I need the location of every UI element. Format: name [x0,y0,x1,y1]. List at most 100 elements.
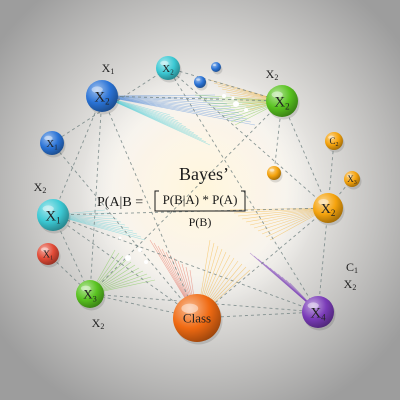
light-ray [101,95,252,123]
sphere-node [313,193,343,223]
sphere-node [156,56,180,80]
formula-numerator: P(B|A) * P(A) [163,192,238,207]
ray-bundle-x1_mid_left [52,209,146,241]
node-highlight [346,174,353,178]
node-label: X2 [274,94,289,111]
node-x4_purple: X4 [302,296,336,331]
light-ray [101,95,207,143]
sphere-node [302,296,334,328]
sparkle [233,101,239,107]
sphere-node [173,294,221,342]
node-label: X1 [43,250,53,262]
node-label: X3 [83,287,96,304]
sphere-node [86,80,118,112]
node-highlight [44,135,53,141]
node-label: X4 [310,305,326,322]
node-highlight [42,205,54,212]
light-ray [101,94,216,97]
node-highlight [271,91,283,98]
edge-x2_top_left-class [101,95,198,319]
node-x1_mid_left: X1 [37,199,71,234]
dot-node [194,76,206,88]
node-label: X3 [347,174,357,186]
node-highlight [181,303,199,314]
sparkle [138,248,142,252]
edge-x2_top_right-x2_right [281,100,329,209]
edge-class-x2_right [196,207,329,319]
edge-x2_top-x2_top_right [167,67,283,102]
sparkle [231,96,235,100]
sphere-node [40,131,64,155]
node-label: X2 [94,89,109,106]
node-highlight [91,86,103,93]
node-highlight [269,168,275,172]
formula-title: Bayes’ [179,164,229,184]
sparkle [244,108,248,112]
floating-label-fl_x2_right: X2 [344,277,357,292]
formula-denominator: P(B) [189,215,212,229]
sphere-node [76,280,104,308]
node-blue_dot_2 [211,62,223,75]
light-ray [101,95,248,120]
floating-label-fl_x2_bottom: X2 [92,316,105,331]
node-class: Class [173,294,223,345]
node-label: Class [183,311,211,326]
node-highlight [328,135,335,140]
node-highlight [196,78,201,81]
node-highlight [307,302,319,309]
sparkles [118,94,248,264]
ray-bundle-x2_top_left [101,95,211,146]
light-ray [101,95,203,140]
sparkle [144,260,148,264]
node-c2_small: C2 [325,132,345,153]
formula-right-bracket [241,190,246,212]
node-label: X2 [162,63,174,76]
light-ray [101,95,199,137]
sphere-node [325,132,343,150]
node-highlight [318,199,329,205]
sphere-node [344,171,360,187]
node-label: X2 [321,202,336,218]
floating-label-fl_x2_top_right: X2 [266,67,279,82]
sphere-node [266,85,298,117]
node-label: X1 [46,138,58,151]
sparkle [118,236,122,240]
sphere-node [37,199,69,231]
floating-label-fl_x1_top: X1 [102,61,115,76]
node-highlight [80,285,91,292]
edge-x1_left-x2_top [51,67,169,144]
light-ray [101,95,236,111]
node-x2_top: X2 [156,56,182,83]
node-orange_dot [267,166,283,183]
edge-x4_purple-x1_mid_left [52,214,319,313]
node-highlight [40,247,49,252]
floating-label-fl_c1_right: C1 [346,260,358,275]
light-ray [101,95,195,134]
dot-node [211,62,221,72]
edge-x1_left-class [51,142,198,319]
light-ray [101,95,256,126]
node-highlight [160,60,169,66]
light-ray [101,95,240,114]
sphere-node [37,243,59,265]
node-label: X1 [45,208,60,225]
node-x2_right: X2 [313,193,345,226]
bayes-formula: Bayes’ P(A|B = P(B|A) * P(A) P(B) [97,164,246,229]
formula-lhs: P(A|B = [97,195,143,210]
light-ray [101,95,232,108]
sparkle [222,94,226,98]
formula-left-bracket [154,190,159,212]
sparkle [125,255,131,261]
node-x1_red: X1 [37,243,61,268]
node-blue_dot_1 [194,76,208,91]
node-x2_top_left: X2 [86,80,120,115]
floating-label-fl_x2_left: X2 [34,180,47,195]
edge-x1_mid_left-x2_right [52,207,329,216]
edge-x2_top_left-x2_top_right [101,95,283,102]
dot-node [267,166,281,180]
node-x2_top_right: X2 [266,85,300,120]
node-x3_small: X3 [344,171,362,190]
